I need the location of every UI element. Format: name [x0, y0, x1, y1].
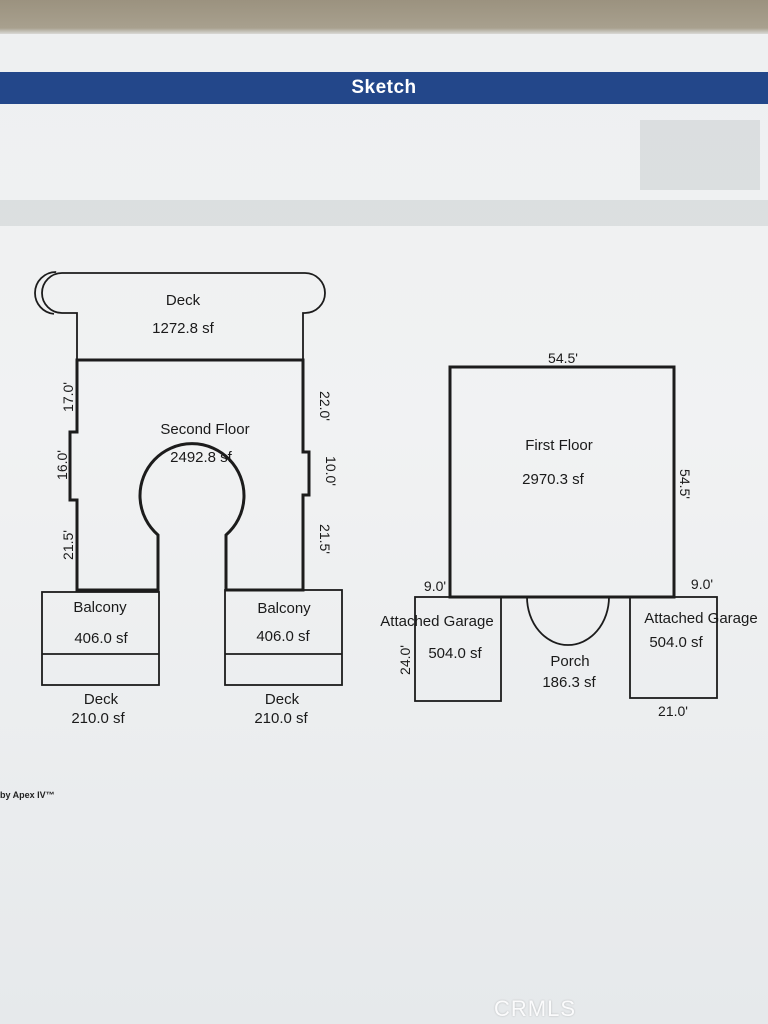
first-dim-right-offset: 9.0': [691, 576, 713, 592]
garage-left-area: 504.0 sf: [428, 645, 482, 662]
dim-right-3: 21.5': [317, 524, 333, 554]
garage-right-outline: [629, 596, 718, 699]
first-dim-right: 54.5': [677, 469, 693, 499]
dim-right-1: 22.0': [317, 391, 333, 421]
bleed-through-block: [640, 120, 760, 190]
balcony-left-name: Balcony: [73, 599, 127, 616]
deck-top-area: 1272.8 sf: [152, 320, 215, 337]
first-floor-area: 2970.3 sf: [522, 471, 585, 488]
bleed-through-band: [0, 200, 768, 226]
second-floor-outline: [68, 358, 311, 592]
balcony-left-outline: [41, 591, 160, 686]
porch-name: Porch: [550, 653, 589, 670]
first-floor-plan: 54.5' 54.5' 9.0' 9.0' First Floor 2970.3…: [380, 350, 757, 719]
balcony-left-area: 406.0 sf: [74, 630, 128, 647]
first-floor-name: First Floor: [525, 437, 593, 454]
dim-left-3: 21.5': [60, 530, 76, 560]
balcony-right-name: Balcony: [257, 600, 311, 617]
garage-right-area: 504.0 sf: [649, 634, 703, 651]
dim-left-1: 17.0': [60, 382, 76, 412]
deck-right-area: 210.0 sf: [254, 710, 308, 727]
first-dim-left-offset: 9.0': [424, 578, 446, 594]
deck-top-outline: [41, 272, 326, 360]
second-floor-plan: Deck 1272.8 sf Second Floor 2492.8 sf Ba…: [34, 271, 343, 727]
paper-sheet: [0, 34, 768, 1024]
porch-outline: [526, 596, 610, 646]
deck-corner-left: [34, 271, 78, 315]
garage-left-name: Attached Garage: [380, 613, 493, 630]
garage-left-outline: [414, 596, 502, 702]
first-dim-top: 54.5': [548, 350, 578, 366]
porch-area: 186.3 sf: [542, 674, 596, 691]
software-credit: by Apex IV™: [0, 790, 55, 800]
header-band: [0, 72, 768, 104]
balcony-right-area: 406.0 sf: [256, 628, 310, 645]
second-floor-name: Second Floor: [160, 421, 249, 438]
deck-left-area: 210.0 sf: [71, 710, 125, 727]
header-title: Sketch: [351, 77, 417, 98]
garage-left-dim: 24.0': [397, 645, 413, 675]
garage-right-dim: 21.0': [658, 703, 688, 719]
crmls-watermark: CRMLS: [493, 996, 576, 1021]
dim-right-2: 10.0': [323, 456, 339, 486]
deck-left-name: Deck: [84, 691, 119, 708]
deck-right-name: Deck: [265, 691, 300, 708]
deck-top-name: Deck: [166, 292, 201, 309]
second-floor-area: 2492.8 sf: [170, 449, 233, 466]
balcony-right-outline: [224, 589, 343, 686]
first-floor-outline: [448, 365, 676, 599]
garage-right-name: Attached Garage: [644, 610, 757, 627]
dim-left-2: 16.0': [54, 450, 70, 480]
